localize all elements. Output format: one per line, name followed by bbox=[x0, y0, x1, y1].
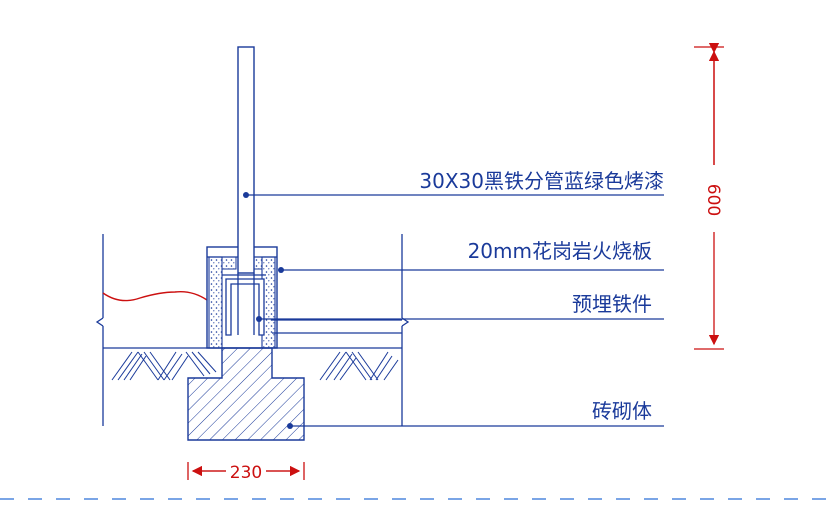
height-dimension-value: 600 bbox=[703, 184, 723, 216]
width-dimension-value: 230 bbox=[230, 463, 262, 483]
soil-hatch-left bbox=[111, 351, 217, 381]
walls bbox=[95, 234, 410, 426]
height-dimension bbox=[694, 42, 724, 350]
label-masonry: 砖砌体 bbox=[592, 399, 652, 423]
leader-dots bbox=[243, 192, 293, 429]
width-dimension bbox=[187, 462, 305, 480]
granite-panel-left bbox=[208, 256, 223, 349]
label-embedded-iron: 预埋铁件 bbox=[572, 292, 652, 316]
label-granite: 20mm花岗岩火烧板 bbox=[468, 239, 652, 263]
label-pipe: 30X30黑铁分管蓝绿色烤漆 bbox=[419, 169, 664, 193]
embedded-iron bbox=[225, 278, 265, 336]
ground-lines bbox=[103, 319, 402, 349]
leader-lines bbox=[246, 194, 664, 427]
masonry-foundation bbox=[187, 347, 305, 441]
soil-hatch-right bbox=[319, 351, 399, 381]
iron-pipe bbox=[237, 46, 255, 274]
water-line bbox=[102, 290, 208, 302]
